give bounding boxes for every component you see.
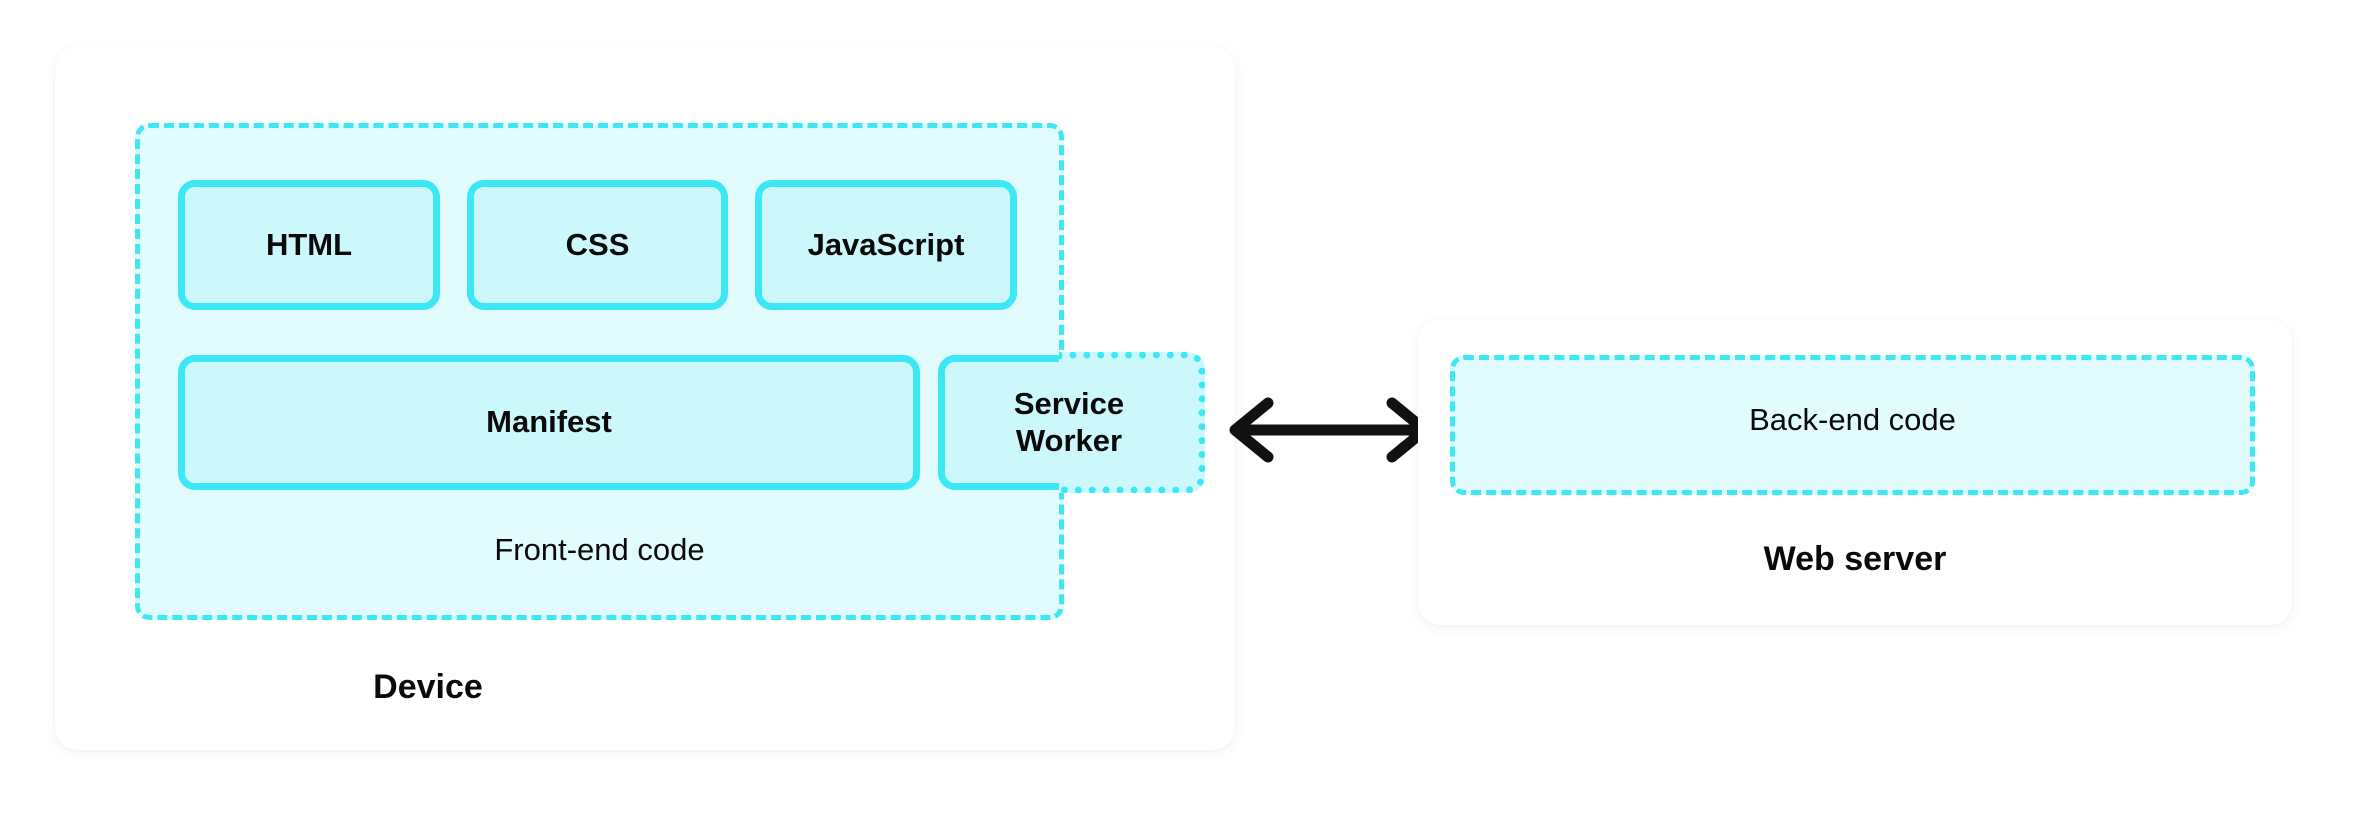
service-worker-label: Service Worker bbox=[938, 355, 1200, 490]
service-worker-label-line1: Service bbox=[1013, 385, 1125, 421]
back-end-code-region bbox=[1450, 355, 2255, 495]
component-html[interactable]: HTML bbox=[178, 180, 440, 310]
back-end-code-caption: Back-end code bbox=[1749, 402, 1956, 437]
service-worker-label-line2: Worker bbox=[1015, 422, 1123, 458]
bidirectional-arrow-icon bbox=[1229, 397, 1431, 463]
component-css[interactable]: CSS bbox=[467, 180, 728, 310]
front-end-code-caption: Front-end code bbox=[494, 532, 705, 567]
device-caption: Device bbox=[373, 668, 483, 706]
component-manifest[interactable]: Manifest bbox=[178, 355, 920, 490]
web-server-caption: Web server bbox=[1763, 540, 1947, 578]
component-javascript[interactable]: JavaScript bbox=[755, 180, 1017, 310]
